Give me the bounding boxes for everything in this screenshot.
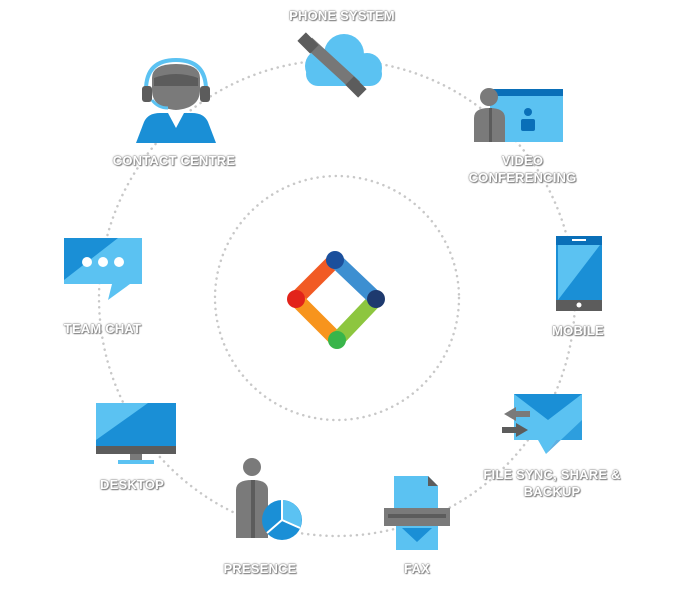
desktop-monitor-icon xyxy=(96,403,176,464)
chat-bubble-icon xyxy=(64,238,142,300)
label-video-conferencing: VIDEO CONFERENCING xyxy=(440,152,605,186)
video-conference-icon xyxy=(474,88,563,142)
fax-icon xyxy=(384,476,450,550)
diamond-logo-icon xyxy=(287,251,385,349)
mobile-phone-icon xyxy=(556,236,602,311)
label-file-sync-line-1: FILE SYNC, SHARE & xyxy=(483,467,621,482)
label-fax: FAX xyxy=(404,561,430,576)
label-presence: PRESENCE xyxy=(223,561,297,576)
label-phone-system: PHONE SYSTEM xyxy=(289,8,395,23)
label-file-sync-line-2: BACKUP xyxy=(523,484,581,499)
label-desktop: DESKTOP xyxy=(99,477,164,492)
inner-ring xyxy=(213,174,461,422)
label-contact-centre: CONTACT CENTRE xyxy=(112,153,236,168)
headset-agent-icon xyxy=(136,57,216,143)
file-sync-icon xyxy=(502,394,582,454)
label-video-conferencing-line-2: CONFERENCING xyxy=(468,170,577,185)
label-file-sync: FILE SYNC, SHARE & BACKUP xyxy=(467,466,637,500)
label-team-chat: TEAM CHAT xyxy=(63,321,142,336)
cloud-phone-icon xyxy=(297,32,382,98)
label-mobile: MOBILE xyxy=(552,323,604,338)
label-video-conferencing-line-1: VIDEO xyxy=(501,153,544,168)
presence-icon xyxy=(236,458,302,540)
